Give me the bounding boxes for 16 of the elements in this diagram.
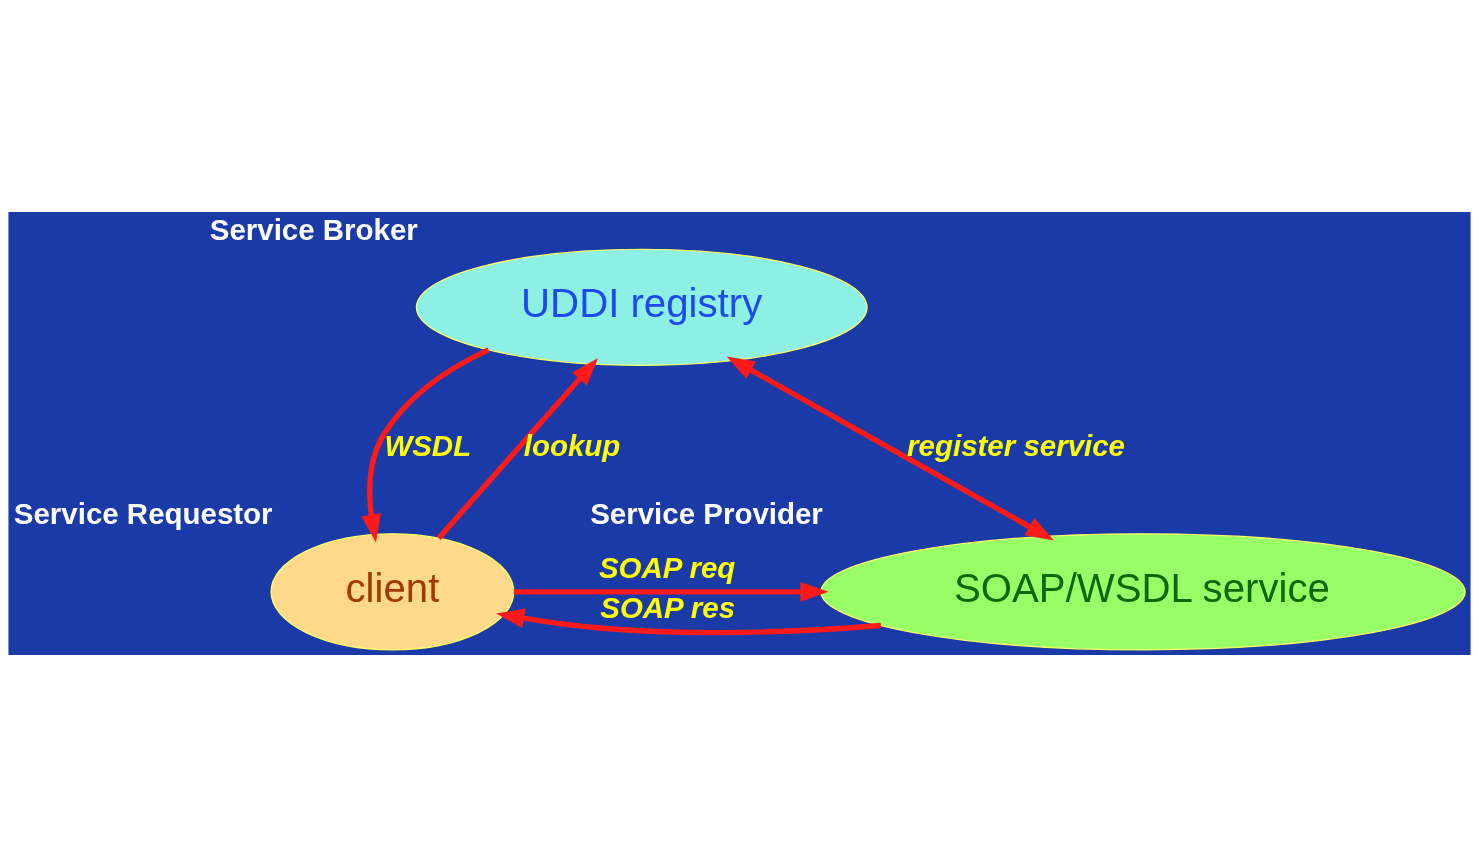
arrow <box>496 608 882 635</box>
node-label: Service Broker <box>209 212 418 246</box>
arrow <box>726 355 1054 540</box>
node-label: Service Provider <box>590 496 823 530</box>
node-ellipse: client <box>270 532 515 650</box>
node-ellipse: UDDI registry <box>415 248 868 366</box>
edge-label: lookup <box>523 428 621 462</box>
edge-label: register service <box>907 428 1125 462</box>
edge-label: WSDL <box>384 428 472 462</box>
node-ellipse: SOAP/WSDL service <box>820 532 1466 650</box>
edge-label: SOAP res <box>600 590 736 624</box>
node-label: Service Requestor <box>13 496 273 530</box>
arrow <box>436 357 599 540</box>
arrow <box>513 581 829 602</box>
arrow <box>361 346 490 543</box>
edge-label: SOAP req <box>598 550 736 584</box>
